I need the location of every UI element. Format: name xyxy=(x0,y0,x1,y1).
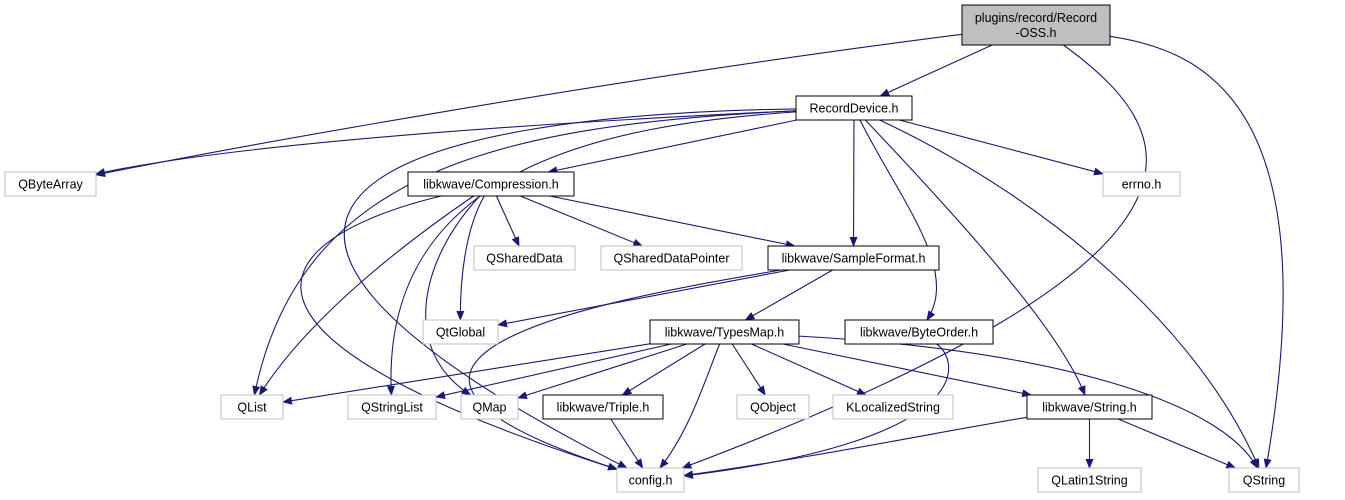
node-root[interactable]: plugins/record/Record-OSS.h xyxy=(961,4,1111,46)
node-triple[interactable]: libkwave/Triple.h xyxy=(542,394,664,420)
node-label: config.h xyxy=(629,474,673,488)
edge-typesmap-to-qobject xyxy=(731,343,766,396)
edge-root-to-qstring xyxy=(1109,35,1284,469)
edge-compression-to-qshareddatapointer xyxy=(520,195,644,247)
edge-recorddevice-to-byteorder xyxy=(859,119,938,321)
node-box xyxy=(220,394,284,420)
edge-typesmap-to-triple xyxy=(621,343,706,396)
node-label: QLatin1String xyxy=(1051,474,1127,488)
node-qshareddata: QSharedData xyxy=(473,245,576,271)
node-box xyxy=(736,394,810,420)
node-box xyxy=(961,4,1111,46)
node-box xyxy=(1026,394,1153,420)
node-label: libkwave/Triple.h xyxy=(557,401,650,415)
node-box xyxy=(347,394,437,420)
node-label: QObject xyxy=(750,401,796,415)
edge-compression-to-config xyxy=(300,195,618,471)
edge-compression-to-sampleformat xyxy=(549,195,796,249)
node-label: KLocalizedString xyxy=(846,401,940,415)
node-box xyxy=(767,245,940,271)
node-label: QList xyxy=(237,401,267,415)
edge-typesmap-to-config xyxy=(659,343,721,469)
edge-typesmap-to-string xyxy=(782,343,1033,398)
node-box xyxy=(844,319,994,345)
edges-layer xyxy=(95,33,1284,479)
node-box xyxy=(460,394,519,420)
node-qshareddatapointer: QSharedDataPointer xyxy=(600,245,743,271)
node-qtglobal: QtGlobal xyxy=(422,319,499,345)
node-label: errno.h xyxy=(1122,178,1162,192)
node-label: RecordDevice.h xyxy=(810,102,899,116)
node-box xyxy=(1228,467,1300,493)
node-typesmap[interactable]: libkwave/TypesMap.h xyxy=(649,319,800,345)
node-qmap: QMap xyxy=(460,394,519,420)
node-recorddevice[interactable]: RecordDevice.h xyxy=(795,95,913,121)
nodes-layer: plugins/record/Record-OSS.hRecordDevice.… xyxy=(4,4,1300,493)
node-label: QString xyxy=(1243,474,1285,488)
edge-root-to-recorddevice xyxy=(879,44,993,97)
node-box xyxy=(407,171,575,197)
edge-typesmap-to-qmap xyxy=(517,343,688,399)
node-box xyxy=(1037,467,1142,493)
edge-compression-to-qtglobal xyxy=(456,195,485,321)
node-box xyxy=(649,319,800,345)
node-label: QSharedData xyxy=(486,252,562,266)
node-label: libkwave/ByteOrder.h xyxy=(860,326,978,340)
node-label: QSharedDataPointer xyxy=(613,252,729,266)
node-qbytearray: QByteArray xyxy=(4,171,97,197)
edge-sampleformat-to-config xyxy=(468,269,782,471)
node-box xyxy=(542,394,664,420)
node-qlatin1string: QLatin1String xyxy=(1037,467,1142,493)
node-errno: errno.h xyxy=(1102,171,1181,197)
edge-triple-to-config xyxy=(610,418,644,469)
node-box xyxy=(473,245,576,271)
edge-recorddevice-to-compression xyxy=(547,119,797,175)
edge-string-to-qstring xyxy=(1117,418,1237,469)
node-config: config.h xyxy=(616,467,685,493)
node-box xyxy=(832,394,954,420)
node-box xyxy=(600,245,743,271)
node-qstring: QString xyxy=(1228,467,1300,493)
edge-sampleformat-to-typesmap xyxy=(744,269,833,321)
edge-typesmap-to-qstringlist xyxy=(435,343,672,399)
node-qobject: QObject xyxy=(736,394,810,420)
node-label: libkwave/Compression.h xyxy=(423,178,559,192)
edge-compression-to-qshareddata xyxy=(495,195,520,247)
edge-recorddevice-to-errno xyxy=(899,119,1104,176)
node-label: QByteArray xyxy=(18,178,83,192)
edge-recorddevice-to-string xyxy=(864,119,1086,396)
node-qstringlist: QStringList xyxy=(347,394,437,420)
node-box xyxy=(616,467,685,493)
edge-sampleformat-to-qtglobal xyxy=(497,269,790,328)
edge-typesmap-to-qlist xyxy=(282,343,651,405)
node-qlist: QList xyxy=(220,394,284,420)
node-label: libkwave/String.h xyxy=(1042,401,1137,415)
edge-root-to-config xyxy=(681,44,1147,469)
node-box xyxy=(795,95,913,121)
node-box xyxy=(1102,171,1181,197)
node-box xyxy=(422,319,499,345)
edge-recorddevice-to-qbytearray xyxy=(95,110,797,176)
node-sampleformat[interactable]: libkwave/SampleFormat.h xyxy=(767,245,940,271)
node-label: QtGlobal xyxy=(436,326,485,340)
node-box xyxy=(4,171,97,197)
node-label: libkwave/TypesMap.h xyxy=(665,326,785,340)
node-label: QStringList xyxy=(361,401,423,415)
node-string[interactable]: libkwave/String.h xyxy=(1026,394,1153,420)
node-byteorder[interactable]: libkwave/ByteOrder.h xyxy=(844,319,994,345)
edge-recorddevice-to-qstring xyxy=(879,119,1260,469)
node-label: QMap xyxy=(472,401,506,415)
edge-string-to-config xyxy=(683,416,1028,479)
node-label: -OSS.h xyxy=(1016,26,1057,40)
node-compression[interactable]: libkwave/Compression.h xyxy=(407,171,575,197)
node-label: plugins/record/Record xyxy=(975,11,1097,25)
node-label: libkwave/SampleFormat.h xyxy=(782,252,926,266)
edge-compression-to-qlist xyxy=(258,195,474,396)
edge-typesmap-to-klocalizedstring xyxy=(751,343,867,396)
node-klocalizedstring: KLocalizedString xyxy=(832,394,954,420)
edge-recorddevice-to-config xyxy=(343,108,797,469)
